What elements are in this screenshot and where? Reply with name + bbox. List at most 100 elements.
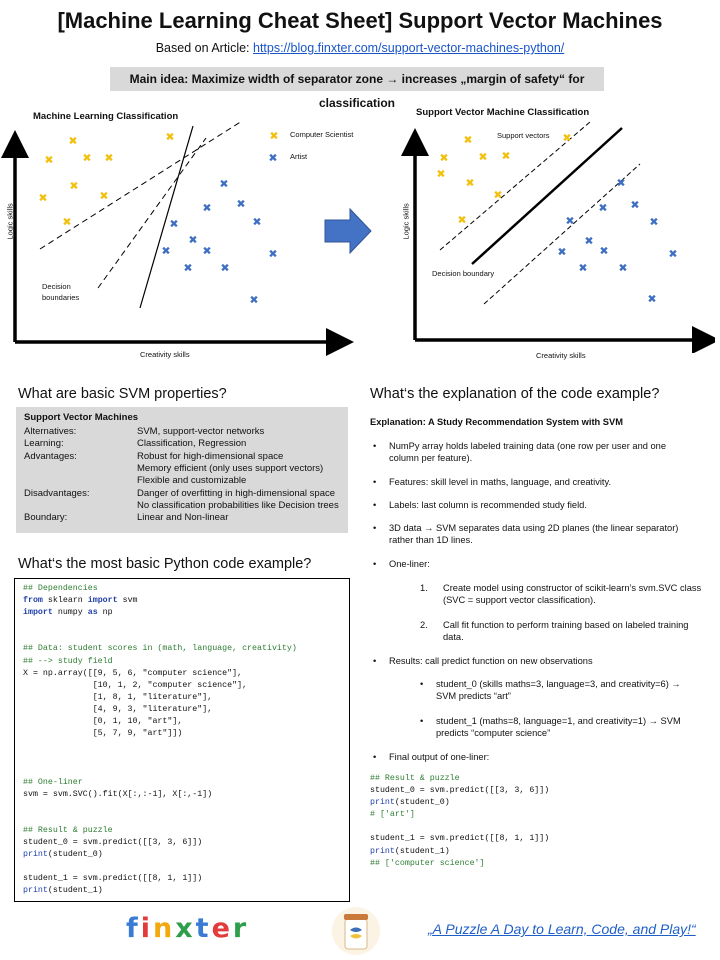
artist-marker: ✖ [647, 293, 656, 306]
right-chart: ✖✖✖✖✖✖✖✖✖✖✖✖✖✖✖✖✖✖✖✖✖ [401, 121, 715, 353]
step-1-line1: Create model using constructor of scikit… [443, 583, 702, 593]
artist-marker: ✖ [668, 248, 677, 261]
code-line: X = np.array([[9, 5, 6, "computer scienc… [23, 668, 243, 678]
code-line: ## Result & puzzle [23, 825, 113, 835]
computer-scientist-marker: ✖ [269, 130, 278, 143]
step-2-line2: data. [443, 632, 464, 642]
subtitle: Based on Article: https://blog.finxter.c… [0, 41, 720, 55]
legend-computer-scientist: Computer Scientist [290, 130, 354, 139]
property-value: Robust for high-dimensional space [137, 450, 284, 462]
artist-marker: ✖ [584, 235, 593, 248]
property-key: Boundary: [24, 512, 68, 524]
code-line: ## Data: student scores in (math, langua… [23, 644, 297, 654]
computer-scientist-marker: ✖ [99, 190, 108, 203]
property-key: Advantages: [24, 450, 77, 462]
bullet-dot: • [373, 477, 377, 487]
artist-marker: ✖ [249, 294, 258, 307]
left-x-label: Creativity skills [140, 350, 190, 359]
properties-box: Support Vector Machines Alternatives:SVM… [16, 407, 348, 533]
property-row: Memory efficient (only uses support vect… [24, 463, 346, 475]
main-idea-banner: Main idea: Maximize width of separator z… [110, 67, 604, 110]
property-row: Learning: Classification, Regression [24, 438, 346, 450]
computer-scientist-marker: ✖ [82, 152, 91, 165]
code-line: student_0 = svm.predict([[3, 3, 6]]) [370, 786, 550, 796]
code-line: ## --> study field [23, 656, 113, 666]
based-on-label: Based on Article: [155, 41, 253, 55]
code-block: ## Dependencies from sklearn import svm … [23, 583, 297, 897]
legend-artist: Artist [290, 152, 308, 161]
computer-scientist-marker: ✖ [501, 150, 510, 163]
bullet-numpy-1: NumPy array holds labeled training data … [389, 441, 667, 451]
code-line: # ['art'] [370, 810, 415, 820]
computer-scientist-marker: ✖ [62, 216, 71, 229]
property-key: Learning: [24, 438, 64, 450]
property-value: Classification, Regression [137, 438, 247, 450]
code-line: ## One-liner [23, 777, 83, 787]
code-line: ## Result & puzzle [370, 774, 460, 783]
bullet-dot: • [373, 752, 377, 762]
property-row: Disadvantages:Danger of overfitting in h… [24, 488, 346, 500]
code-line: svm = svm.SVC().fit(X[:,:-1], X[:,-1]) [23, 789, 213, 799]
bullet-3d-2: rather than 1D lines. [389, 535, 473, 545]
property-row: No classification probabilities like Dec… [24, 500, 346, 512]
right-x-label: Creativity skills [536, 351, 586, 360]
property-value: No classification probabilities like Dec… [137, 499, 339, 511]
article-link[interactable]: https://blog.finxter.com/support-vector-… [253, 41, 565, 55]
computer-scientist-marker: ✖ [439, 152, 448, 165]
artist-marker: ✖ [599, 245, 608, 258]
artist-marker: ✖ [236, 198, 245, 211]
bullet-final-output: Final output of one-liner: [389, 752, 490, 762]
property-row: Flexible and customizable [24, 475, 346, 487]
logo-letter: t [195, 913, 212, 944]
code-line: [4, 9, 3, "literature"], [23, 704, 213, 714]
computer-scientist-marker: ✖ [436, 168, 445, 181]
margin-line-lower [483, 163, 641, 305]
properties-heading: What are basic SVM properties? [18, 386, 227, 402]
logo-letter: f [126, 913, 141, 944]
code-line: student_1 = svm.predict([[8, 1, 1]]) [370, 834, 550, 844]
artist-marker: ✖ [202, 245, 211, 258]
bullet-dot: • [373, 559, 377, 569]
computer-scientist-marker: ✖ [463, 134, 472, 147]
code-line: student_1 = svm.predict([[8, 1, 1]]) [23, 874, 203, 884]
right-arrow-icon [324, 208, 372, 254]
step-1-line2: (SVC = support vector classification). [443, 595, 596, 605]
artist-marker: ✖ [188, 234, 197, 247]
slogan[interactable]: „A Puzzle A Day to Learn, Code, and Play… [428, 921, 696, 937]
logo-letter: r [232, 913, 250, 944]
artist-marker: ✖ [630, 199, 639, 212]
python-cup-icon [332, 907, 380, 955]
computer-scientist-marker: ✖ [68, 135, 77, 148]
property-row: Advantages: Robust for high-dimensional s… [24, 451, 346, 463]
artist-marker: ✖ [598, 202, 607, 215]
code-line: print(student_1) [370, 846, 450, 856]
left-chart: ✖✖✖✖✖✖✖✖✖✖✖✖✖✖✖✖✖✖✖✖✖✖✖ [1, 120, 354, 356]
bullet-dot: • [373, 523, 377, 533]
code-heading: What‘s the most basic Python code exampl… [18, 556, 312, 572]
artist-marker: ✖ [565, 215, 574, 228]
decision-boundary-2 [97, 137, 207, 289]
artist-marker: ✖ [616, 177, 625, 190]
computer-scientist-marker: ✖ [457, 214, 466, 227]
computer-scientist-marker: ✖ [493, 189, 502, 202]
artist-marker: ✖ [578, 262, 587, 275]
artist-marker: ✖ [649, 216, 658, 229]
student1-line1: student_1 (maths=8, language=1, and crea… [436, 716, 681, 726]
computer-scientist-marker: ✖ [69, 180, 78, 193]
finxter-logo: finxter [126, 913, 249, 944]
code-line: student_0 = svm.predict([[3, 3, 6]]) [23, 837, 203, 847]
code-line: print(student_0) [23, 850, 103, 860]
artist-marker: ✖ [202, 202, 211, 215]
student0-line2: SVM predicts “art” [436, 691, 511, 701]
computer-scientist-marker: ✖ [165, 131, 174, 144]
code-line: ## ['computer science'] [370, 858, 485, 868]
right-chart-title: Support Vector Machine Classification [416, 107, 590, 118]
decision-label-line2: boundaries [42, 293, 80, 302]
explanation-heading: What‘s the explanation of the code examp… [370, 386, 660, 402]
property-value: Danger of overfitting in high-dimensiona… [137, 487, 336, 499]
property-value: Memory efficient (only uses support vect… [137, 462, 324, 474]
number-2: 2. [420, 620, 428, 630]
left-chart-title: Machine Learning Classification [33, 111, 179, 122]
bullet-results: Results: call predict function on new ob… [389, 656, 593, 666]
artist-marker: ✖ [557, 246, 566, 259]
